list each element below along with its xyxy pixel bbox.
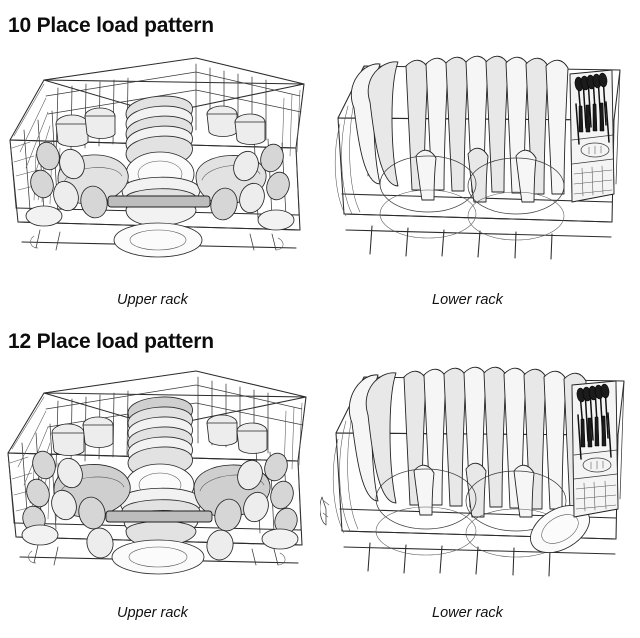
bowls-group	[379, 155, 565, 241]
section-heading-10-place: 10 Place load pattern	[8, 14, 214, 37]
lower-rack-illustration-12	[320, 357, 640, 589]
cups-group	[25, 105, 295, 231]
caption-upper-rack-10: Upper rack	[117, 292, 188, 308]
cutlery-basket	[569, 69, 615, 203]
section-10-place: 10 Place load pattern	[0, 14, 640, 308]
upper-rack-svg-12	[7, 370, 307, 575]
cutlery-basket	[571, 380, 619, 518]
cutlery-utensils	[576, 383, 612, 460]
upper-rack-illustration-12	[0, 357, 320, 589]
plates-group	[348, 366, 587, 518]
caption-lower-rack-12: Lower rack	[432, 605, 503, 621]
caption-lower-rack-10: Lower rack	[432, 292, 503, 308]
cutlery-utensils	[574, 72, 610, 145]
rack-row-10-place	[0, 44, 640, 272]
cups-group	[21, 414, 299, 561]
rack-handle-bar	[107, 195, 211, 208]
rack-row-12-place	[0, 357, 640, 589]
rack-handle-bar	[105, 510, 213, 523]
section-12-place: 12 Place load pattern	[0, 319, 640, 638]
lower-rack-illustration-10	[320, 44, 640, 272]
lower-rack-svg-10	[334, 55, 621, 260]
upper-rack-illustration-10	[0, 44, 320, 272]
plates-group	[350, 55, 569, 203]
upper-rack-svg-10	[9, 57, 305, 258]
lower-rack-svg-12	[320, 366, 625, 577]
caption-upper-rack-12: Upper rack	[117, 605, 188, 621]
section-heading-12-place: 12 Place load pattern	[8, 330, 214, 353]
